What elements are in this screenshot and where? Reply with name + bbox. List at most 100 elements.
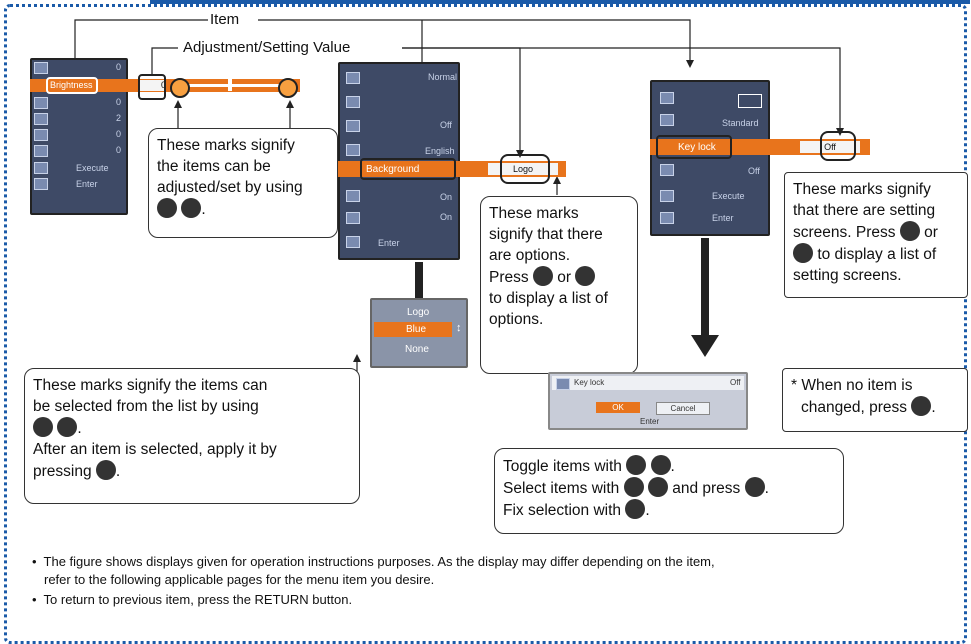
menu3-icon-0 xyxy=(660,92,674,104)
menu1-row1-value: 0 xyxy=(116,97,122,107)
menu1-selected-highlight xyxy=(46,77,98,94)
menu1-selected-label: Brightness xyxy=(50,80,93,90)
menu3-badge-icon xyxy=(738,94,762,108)
callout-options-or: or xyxy=(557,269,572,286)
callout-options-line6: options. xyxy=(489,311,544,328)
callout-setting-line3: screens. Press xyxy=(793,224,896,241)
slider-right-mark-icon xyxy=(278,78,298,98)
menu1-icon-6 xyxy=(34,162,48,174)
note-2: • To return to previous item, press the … xyxy=(32,592,353,607)
menu3-icon-4 xyxy=(660,190,674,202)
callout-options-press: Press xyxy=(489,269,529,286)
enter-button-icon xyxy=(625,499,646,519)
menu1-enter[interactable]: Enter xyxy=(76,179,98,189)
menu2-icon-2 xyxy=(346,120,360,132)
callout-options-line3: are options. xyxy=(489,247,570,264)
slider-left-mark-icon xyxy=(170,78,190,98)
menu1-icon-0 xyxy=(34,62,48,74)
option-none[interactable]: None xyxy=(405,344,429,355)
menu3-icon-5 xyxy=(660,212,674,224)
callout-options: These marks signify that there are optio… xyxy=(480,196,638,374)
menu3-selected-label: Key lock xyxy=(678,142,716,153)
menu3-execute[interactable]: Execute xyxy=(712,191,745,201)
up-button-icon xyxy=(33,417,53,437)
enter-button-icon xyxy=(95,460,116,480)
up-button-icon xyxy=(626,455,647,475)
callout-setting-line2: that there are setting xyxy=(793,202,936,219)
option-blue[interactable]: Blue xyxy=(406,324,427,335)
menu2-icon-1 xyxy=(346,96,360,108)
callout-setting-line5: setting screens. xyxy=(793,267,902,284)
callout-list-line2: be selected from the list by using xyxy=(33,398,259,415)
enter-button-icon xyxy=(899,221,920,241)
callout-select-line: Select items with xyxy=(503,480,620,497)
up-down-icon: ↕ xyxy=(456,322,462,334)
menu1-execute[interactable]: Execute xyxy=(76,163,109,173)
menu1-icon-2 xyxy=(34,97,48,109)
callout-options-line2: signify that there xyxy=(489,226,603,243)
callout-setting-or: or xyxy=(924,224,938,241)
callout-fix-line: Fix selection with xyxy=(503,502,622,519)
enter-button-icon xyxy=(532,266,553,286)
callout-adjust-line3: adjusted/set by using xyxy=(157,179,303,196)
callout-setting-line4: to display a list of xyxy=(817,246,937,263)
callout-list-line1: These marks signify the items can xyxy=(33,377,268,394)
down-button-icon xyxy=(57,417,78,437)
callout-toggle: Toggle items with . Select items with an… xyxy=(494,448,844,534)
enter-button-icon xyxy=(911,396,932,416)
callout-no-change-line1: * When no item is xyxy=(791,377,913,394)
menu1-icon-7 xyxy=(34,178,48,190)
dialog-enter: Enter xyxy=(640,417,660,426)
left-button-icon xyxy=(157,198,177,218)
item-label: Item xyxy=(208,11,242,28)
menu2-row6-value: On xyxy=(440,212,453,222)
callout-adjust: These marks signify the items can be adj… xyxy=(148,128,338,238)
right-button-icon xyxy=(647,477,668,497)
menu1-row0-value: 0 xyxy=(116,62,122,72)
callout-adjust-line2: the items can be xyxy=(157,158,271,175)
menu3-standard: Standard xyxy=(722,118,759,128)
option-logo[interactable]: Logo xyxy=(407,307,430,318)
note-1: • The figure shows displays given for op… xyxy=(32,554,715,569)
menu3-icon-1 xyxy=(660,114,674,126)
callout-adjust-line1: These marks signify xyxy=(157,137,295,154)
menu2-icon-5 xyxy=(346,190,360,202)
menu2-value-box: Logo xyxy=(488,163,558,175)
menu2-row3-value: English xyxy=(425,146,455,156)
dialog-cancel-button[interactable]: Cancel xyxy=(656,402,710,415)
callout-list: These marks signify the items can be sel… xyxy=(24,368,360,504)
menu2-icon-7 xyxy=(346,236,360,248)
note-1-cont: refer to the following applicable pages … xyxy=(44,572,435,587)
key-lock-icon xyxy=(556,378,570,390)
dialog-title-bar xyxy=(552,376,744,390)
menu1-icon-3 xyxy=(34,113,48,125)
menu3-value-box: Off xyxy=(800,141,860,153)
right-button-icon xyxy=(575,266,596,286)
callout-select-and: and press xyxy=(672,480,741,497)
menu2-icon-6 xyxy=(346,212,360,224)
menu2-row0-value: Normal xyxy=(428,72,458,82)
menu3-value-highlight xyxy=(820,131,856,161)
menu1-value-box: 0 xyxy=(140,80,166,91)
menu2-row2-value: Off xyxy=(440,120,452,130)
menu3-icon-3 xyxy=(660,164,674,176)
menu1-icon-4 xyxy=(34,129,48,141)
dialog-ok-button[interactable]: OK xyxy=(596,402,640,413)
globe-icon xyxy=(346,144,360,156)
slider-thumb[interactable] xyxy=(228,79,232,91)
menu3-enter[interactable]: Enter xyxy=(712,213,734,223)
dialog-value: Off xyxy=(730,378,741,387)
callout-toggle-line1: Toggle items with xyxy=(503,458,622,475)
callout-list-pressing: pressing xyxy=(33,463,92,480)
menu1-value-highlight xyxy=(138,74,166,100)
menu2-enter[interactable]: Enter xyxy=(378,238,400,248)
callout-setting: These marks signify that there are setti… xyxy=(784,172,968,298)
menu2-value: Logo xyxy=(512,164,534,174)
menu3-selected-highlight xyxy=(656,135,732,159)
callout-no-change: * When no item is changed, press . xyxy=(782,368,968,432)
callout-no-change-line2: changed, press xyxy=(801,399,907,416)
down-button-icon xyxy=(650,455,671,475)
option-selected-bar xyxy=(374,322,452,337)
callout-options-line1: These marks xyxy=(489,205,579,222)
left-button-icon xyxy=(623,477,644,497)
